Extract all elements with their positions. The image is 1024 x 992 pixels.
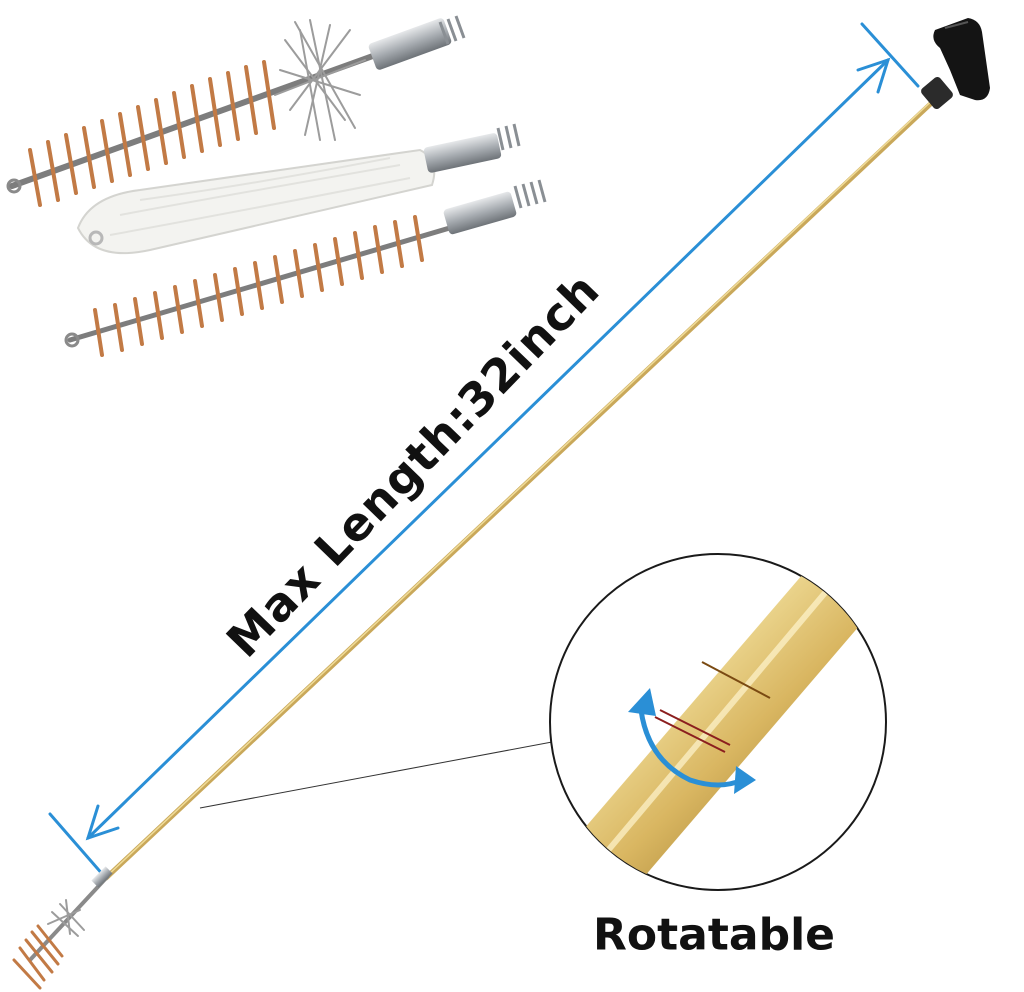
zoom-pointer: [199, 741, 553, 809]
cotton-mop: [76, 123, 521, 255]
rotatable-label: Rotatable: [593, 909, 835, 961]
zoom-circle: [549, 553, 887, 891]
copper-brush: [64, 179, 547, 357]
length-measure: [48, 22, 920, 878]
brush-set: [6, 15, 547, 357]
cleaning-rod: [103, 92, 943, 881]
curved-double-arrow-icon: [628, 688, 756, 794]
rod-tip-brush: [12, 866, 113, 990]
copper-steel-brush: [6, 15, 466, 207]
t-handle: [921, 18, 990, 110]
